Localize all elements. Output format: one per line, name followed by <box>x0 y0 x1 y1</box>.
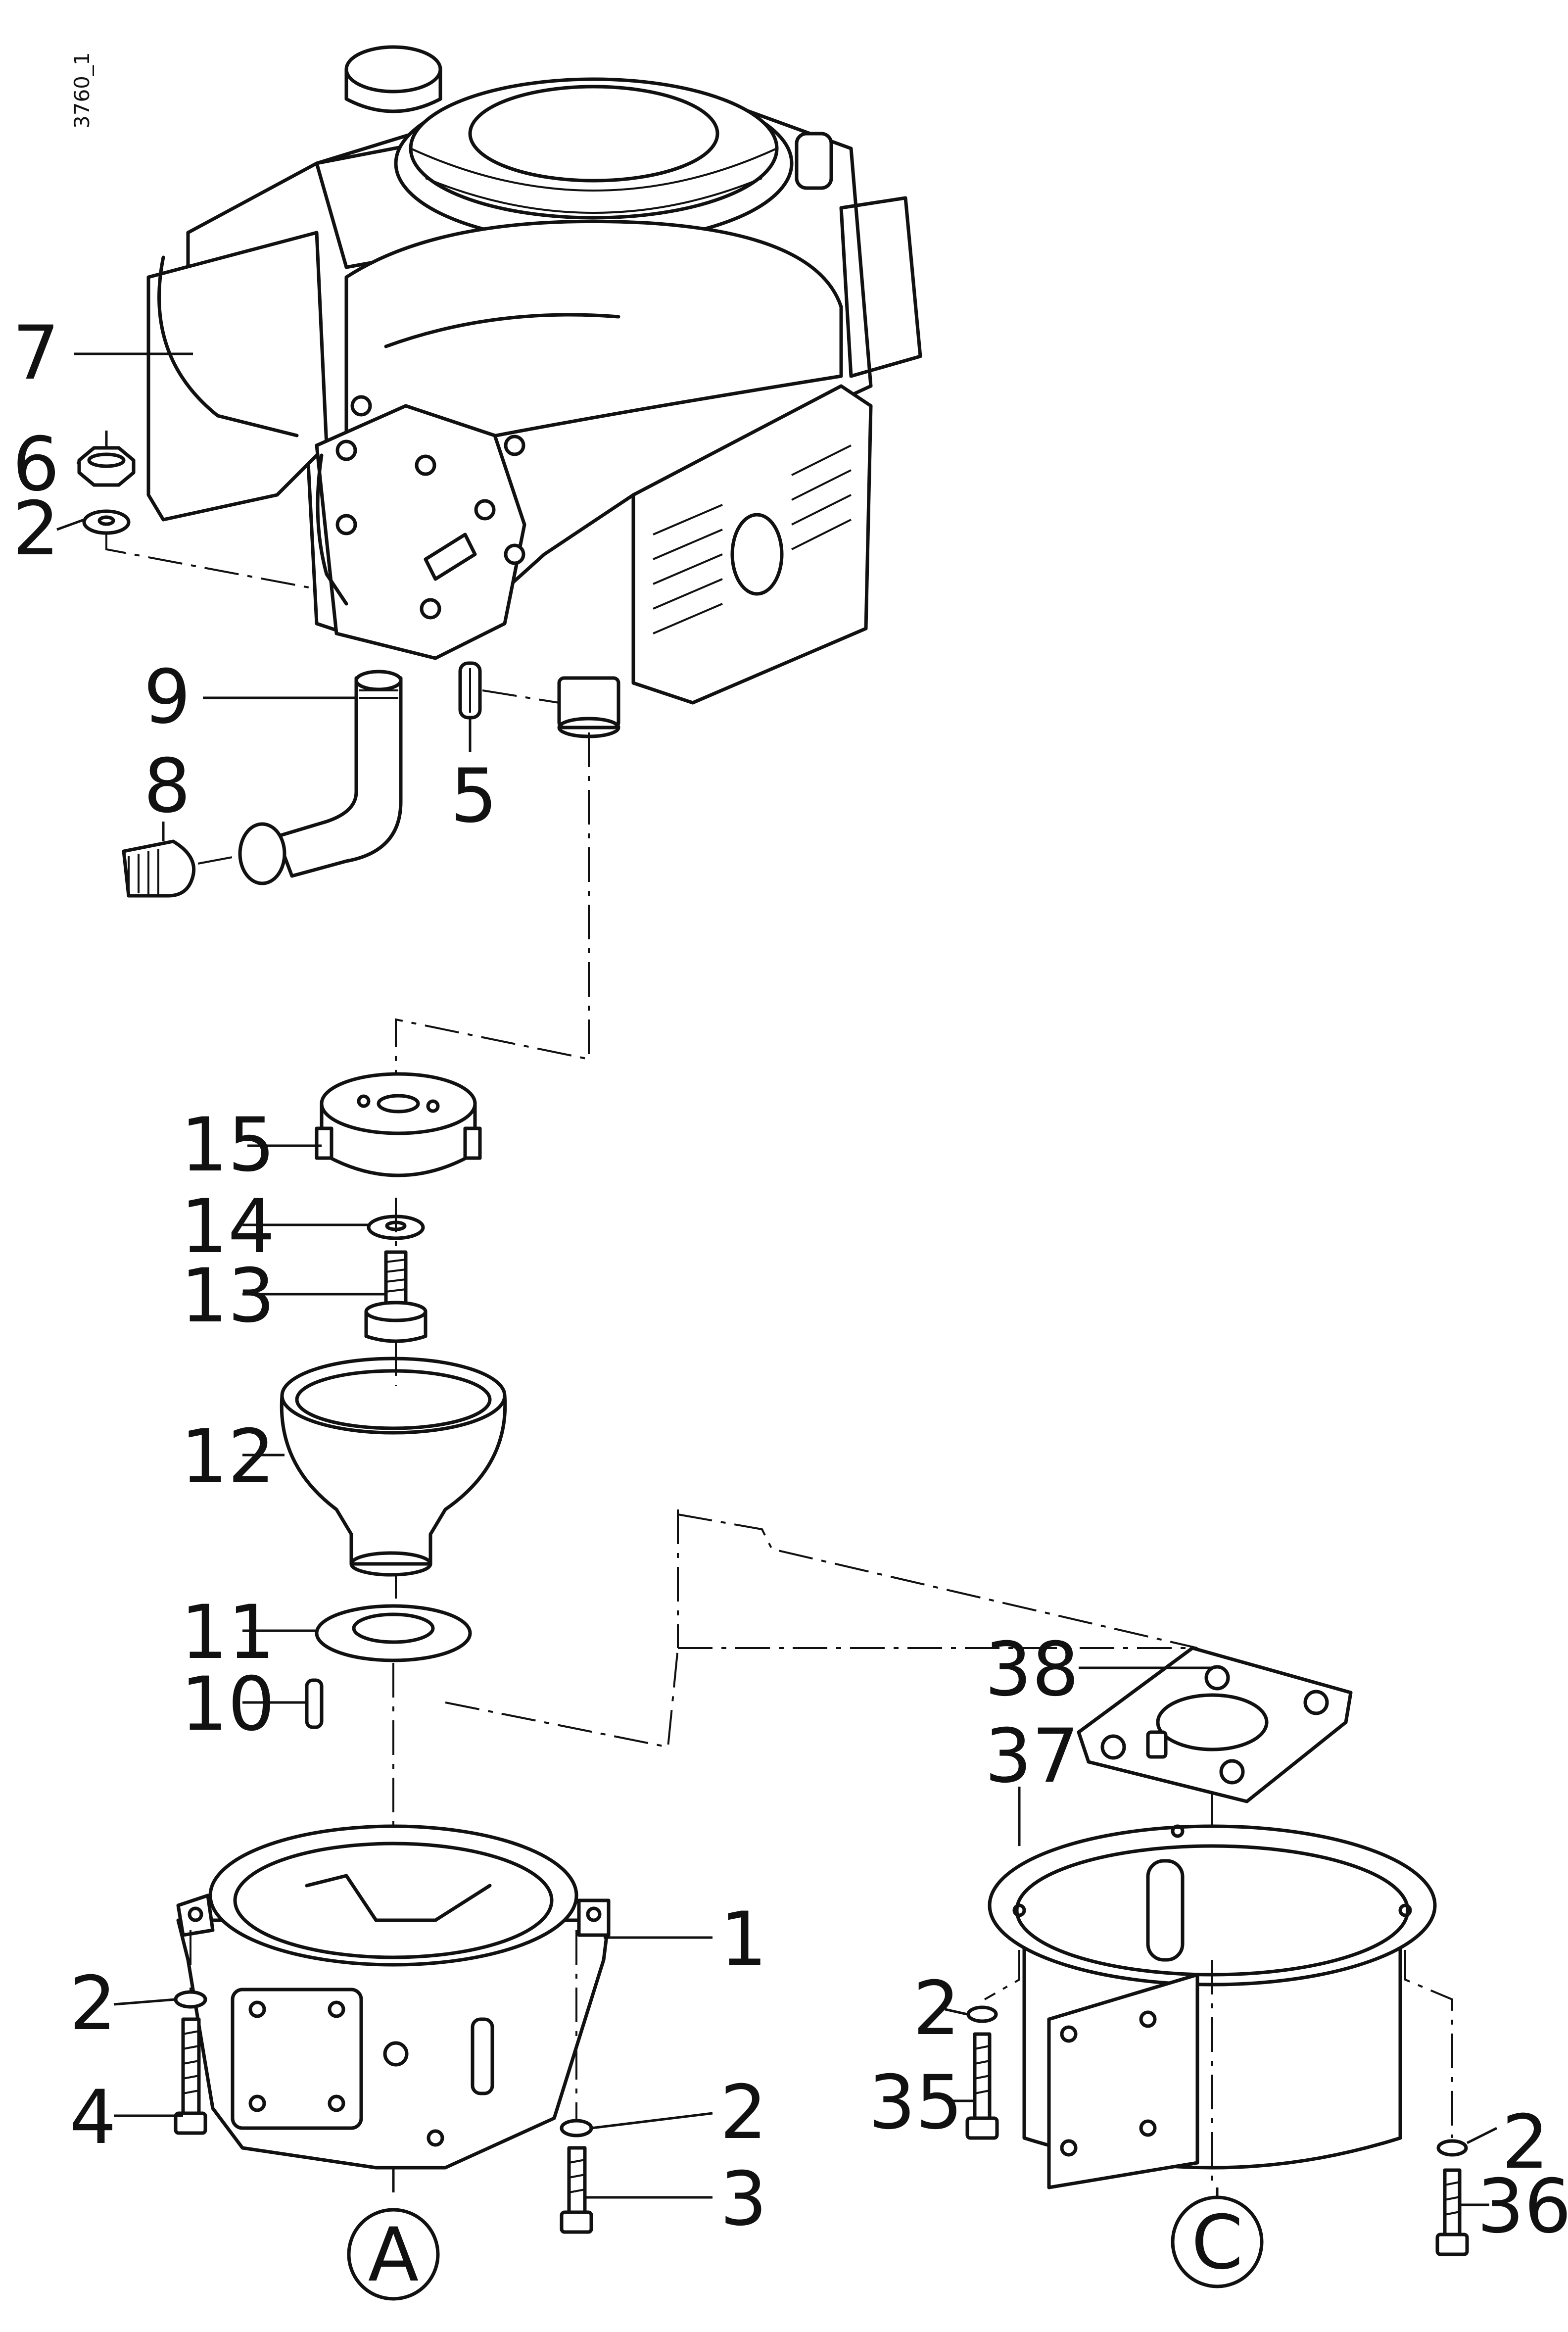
callout-12: 12 <box>181 1414 275 1500</box>
callout-6: 6 <box>12 422 59 508</box>
callout-2-c-left: 2 <box>913 1966 960 2052</box>
part-38-plate <box>1077 1646 1353 1803</box>
callout-3: 3 <box>720 2156 767 2242</box>
part-15-blade-hub <box>315 1072 482 1177</box>
routing-line-c-upper <box>677 1509 1198 1649</box>
variant-a-label: A <box>368 2212 419 2298</box>
centerline-hub-stack <box>392 1198 397 1950</box>
callout-4: 4 <box>69 2075 116 2161</box>
callout-2-a-right: 2 <box>720 2070 767 2156</box>
part-5-pin <box>458 661 482 720</box>
callout-9: 9 <box>143 654 190 740</box>
part-2-washer-top <box>82 509 131 535</box>
variant-marker-a: A <box>347 2208 440 2301</box>
variant-marker-c: C <box>1171 2195 1264 2288</box>
part-12-cup <box>280 1357 507 1577</box>
part-36-bolt <box>1435 2168 1469 2256</box>
mower-housing-a <box>176 1824 611 2170</box>
part-2-washer-c-right <box>1436 2139 1468 2157</box>
part-2-washer-a-left <box>174 1990 207 2009</box>
centerline-crank-to-hub <box>395 732 590 1104</box>
part-10-key <box>305 1678 324 1729</box>
part-2-washer-c-left <box>966 2005 998 2023</box>
callout-8: 8 <box>143 743 190 829</box>
part-9-drain-hose <box>238 670 403 885</box>
part-13-bolt <box>364 1250 428 1343</box>
centerline-a-bolts <box>190 1930 577 2121</box>
part-8-plug <box>122 839 196 898</box>
part-6-nut <box>77 446 136 487</box>
part-4-bolt <box>174 2017 207 2135</box>
callout-13: 13 <box>181 1253 275 1339</box>
callout-38: 38 <box>985 1627 1079 1713</box>
callout-36: 36 <box>1477 2164 1568 2250</box>
callout-1: 1 <box>720 1896 767 1983</box>
centerline-washer-to-engine <box>105 534 317 590</box>
callout-labels: 7 6 2 9 8 5 15 14 13 12 11 10 1 2 4 2 3 … <box>12 310 1568 2250</box>
callout-35: 35 <box>868 2060 963 2146</box>
callout-7: 7 <box>12 310 59 396</box>
centerline-plug-to-hose <box>197 855 238 865</box>
callout-10: 10 <box>181 1661 275 1748</box>
callout-14: 14 <box>181 1184 275 1270</box>
callout-2-a-left: 2 <box>69 1961 116 2047</box>
callout-2-top: 2 <box>12 486 59 572</box>
engine-assembly <box>146 45 922 738</box>
part-11-ring <box>315 1604 472 1662</box>
leader-lines <box>56 352 1498 2206</box>
callout-15: 15 <box>181 1102 275 1188</box>
part-2-washer-a-right <box>560 2119 593 2138</box>
callout-2-c-right: 2 <box>1502 2099 1549 2186</box>
part-3-bolt <box>560 2146 593 2234</box>
variant-c-label: C <box>1191 2200 1243 2286</box>
callout-37: 37 <box>985 1713 1079 1799</box>
drawing-code: 3760_1 <box>70 52 94 129</box>
centerline-pin <box>482 689 560 704</box>
callout-11: 11 <box>181 1590 275 1676</box>
callout-5: 5 <box>450 753 497 839</box>
routing-line-c-lower <box>445 1647 1197 1749</box>
centerline-c-bolts <box>984 1950 1453 2138</box>
part-35-bolt <box>965 2032 999 2140</box>
